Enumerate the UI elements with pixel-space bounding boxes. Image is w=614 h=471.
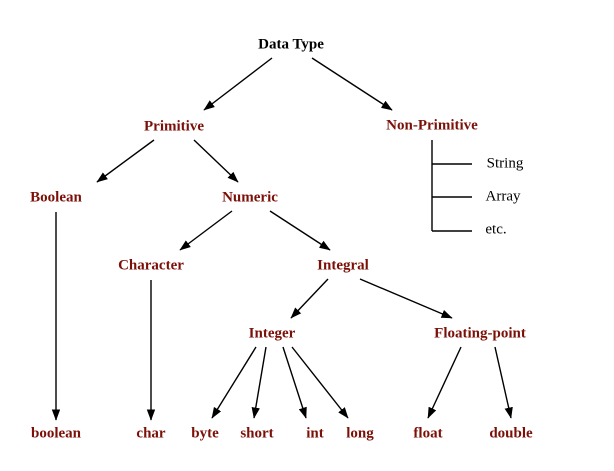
edge-data-type-primitive — [203, 57, 273, 111]
edge-primitive-numeric — [193, 139, 239, 183]
node-array: Array — [485, 188, 521, 205]
node-integer: Integer — [248, 325, 296, 342]
edge-integer-short — [251, 346, 267, 419]
node-leaf-double: double — [489, 425, 533, 442]
node-etc: etc. — [485, 221, 507, 238]
edge-numeric-character — [179, 210, 233, 251]
node-data-type: Data Type — [258, 36, 324, 53]
node-non-primitive: Non-Primitive — [386, 117, 478, 134]
edge-integral-floating-point — [359, 278, 453, 319]
node-leaf-boolean: boolean — [30, 425, 82, 442]
node-leaf-long: long — [346, 425, 374, 442]
node-numeric: Numeric — [222, 189, 278, 206]
node-primitive: Primitive — [144, 118, 204, 135]
node-integral: Integral — [317, 257, 369, 274]
edge-integer-byte — [211, 346, 257, 419]
edge-numeric-integral — [269, 210, 331, 251]
node-leaf-int: int — [306, 425, 324, 442]
node-leaf-float: float — [413, 425, 443, 442]
node-boolean: Boolean — [30, 189, 82, 206]
node-string: String — [486, 155, 524, 172]
node-leaf-byte: byte — [191, 425, 219, 442]
node-floating-point: Floating-point — [434, 325, 526, 342]
edge-primitive-boolean — [96, 139, 155, 183]
edge-integral-integer — [290, 278, 329, 319]
node-leaf-char: char — [136, 425, 166, 442]
node-character: Character — [118, 257, 184, 274]
edge-floating-float — [427, 346, 462, 419]
edge-integer-long — [291, 346, 349, 419]
node-leaf-short: short — [240, 425, 274, 442]
edge-floating-double — [494, 346, 513, 419]
edge-data-type-non-primitive — [311, 57, 393, 111]
edge-integer-int — [282, 346, 307, 419]
